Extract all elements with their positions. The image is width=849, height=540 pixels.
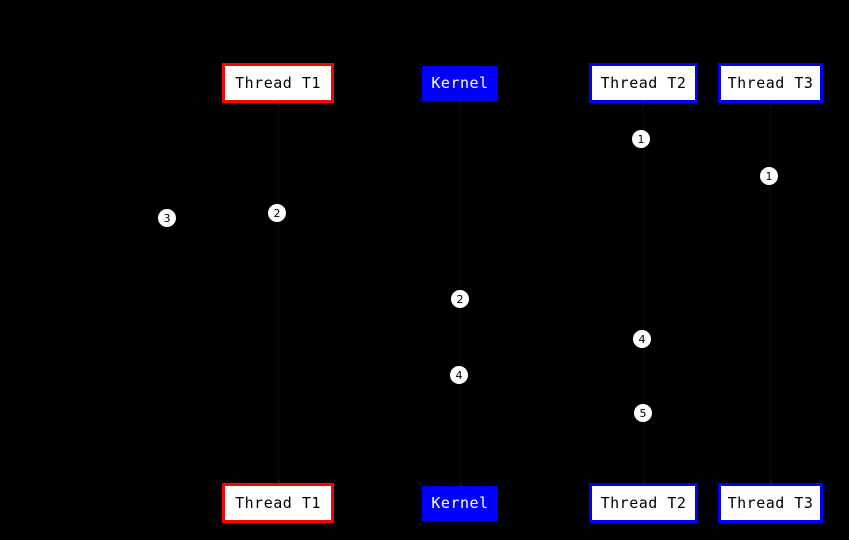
participant-t1-top[interactable]: Thread T1 [222, 63, 334, 103]
lifeline-nub-t2 [642, 480, 645, 483]
lifeline-nub-t3 [769, 480, 772, 483]
lifeline-t2 [643, 103, 644, 483]
participant-label: Thread T3 [727, 73, 814, 92]
lifeline-nub-t1 [277, 103, 280, 106]
participant-kernel-bottom[interactable]: Kernel [422, 486, 498, 521]
step-marker-4: 4 [450, 366, 468, 384]
lifeline-t1 [278, 103, 279, 483]
participant-kernel-top[interactable]: Kernel [422, 66, 498, 101]
participant-label: Thread T3 [727, 493, 814, 512]
participant-t3-top[interactable]: Thread T3 [718, 63, 823, 103]
lifeline-t3 [770, 103, 771, 483]
participant-label: Thread T1 [235, 73, 321, 92]
step-marker-3: 3 [158, 209, 176, 227]
participant-label: Thread T1 [235, 493, 321, 512]
participant-label: Thread T2 [600, 73, 687, 92]
step-marker-2: 2 [268, 204, 286, 222]
lifeline-nub-kernel [459, 101, 462, 104]
participant-label: Kernel [431, 494, 489, 512]
participant-t3-bottom[interactable]: Thread T3 [718, 483, 823, 523]
lifeline-nub-t1 [277, 480, 280, 483]
step-marker-2: 2 [451, 290, 469, 308]
participant-t2-top[interactable]: Thread T2 [589, 63, 698, 103]
lifeline-nub-t3 [769, 103, 772, 106]
participant-t2-bottom[interactable]: Thread T2 [589, 483, 698, 523]
step-marker-4: 4 [633, 330, 651, 348]
participant-t1-bottom[interactable]: Thread T1 [222, 483, 334, 523]
participant-label: Kernel [431, 74, 489, 92]
lifeline-nub-kernel [459, 483, 462, 486]
step-marker-5: 5 [634, 404, 652, 422]
participant-label: Thread T2 [600, 493, 687, 512]
step-marker-1: 1 [760, 167, 778, 185]
lifeline-nub-t2 [642, 103, 645, 106]
step-marker-1: 1 [632, 130, 650, 148]
